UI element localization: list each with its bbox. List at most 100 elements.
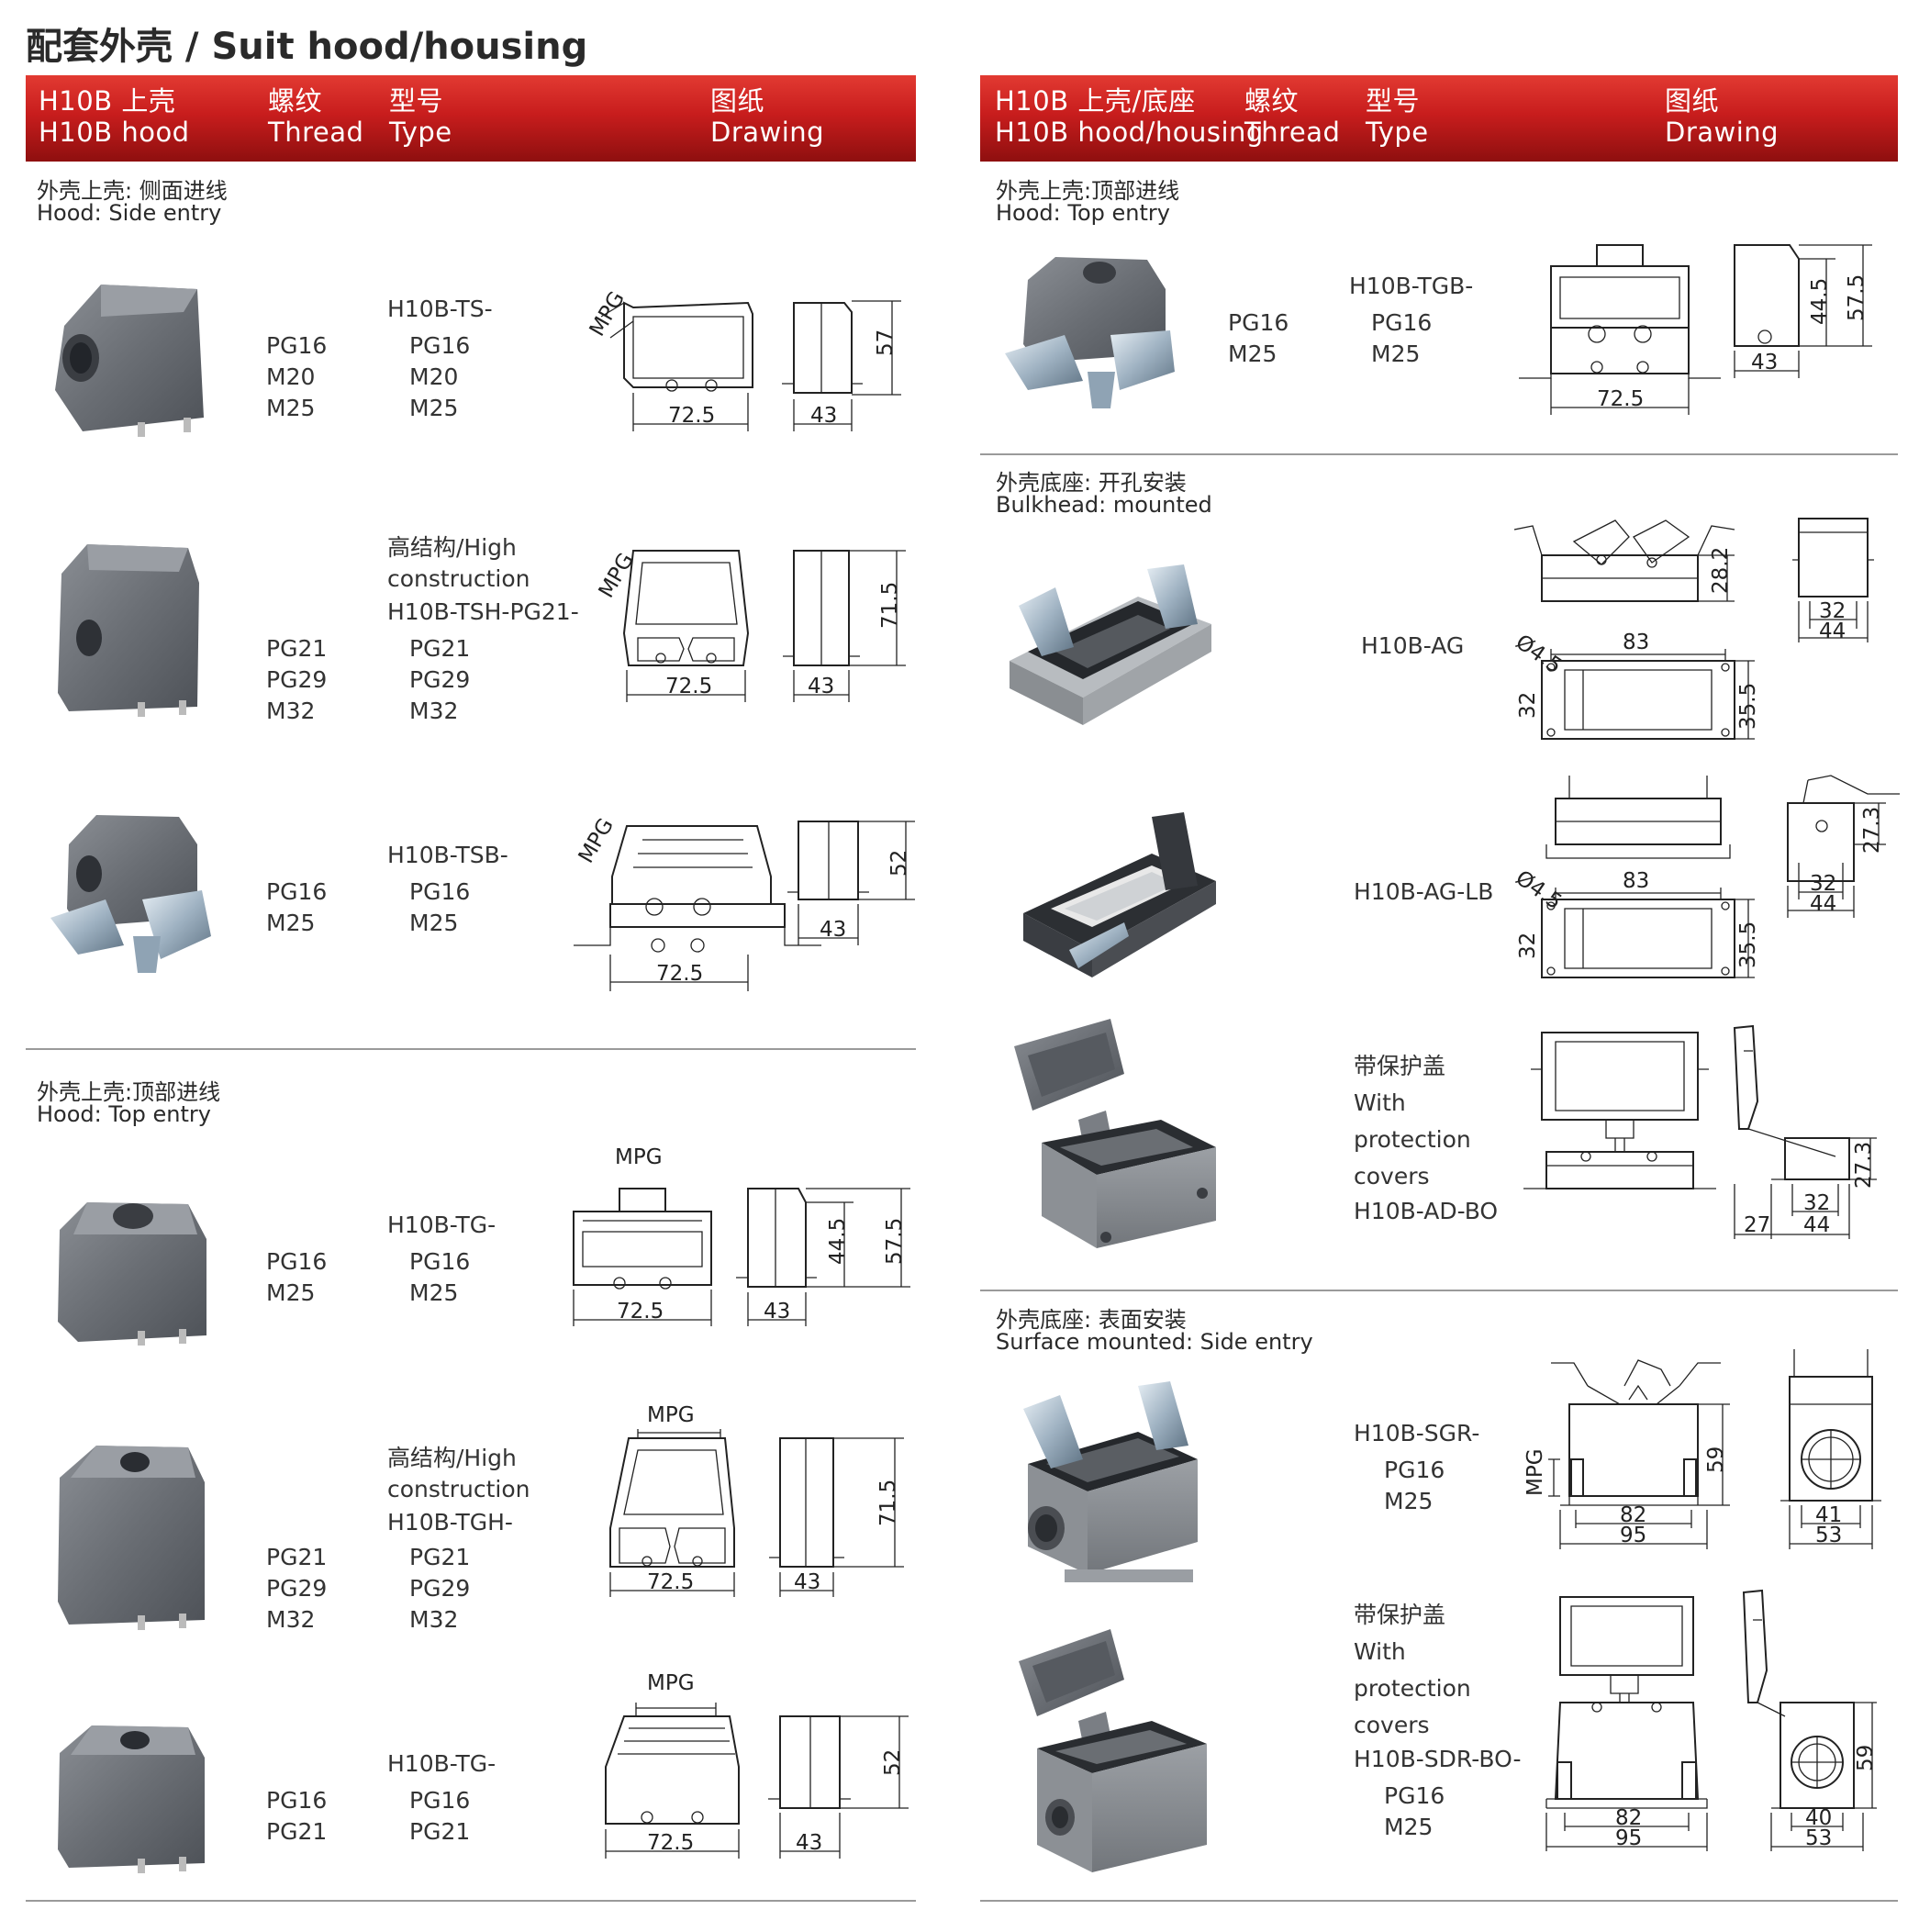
- header-type-en: Type: [389, 117, 452, 148]
- header-drawing-zh: 图纸: [1665, 85, 1720, 117]
- type-code: H10B-AD-BO: [1354, 1198, 1499, 1224]
- dim-depth: 43: [794, 1570, 820, 1594]
- dim-offset: 27: [1744, 1213, 1770, 1237]
- drawing-hood-side-lever: MPG 72.5 43 52: [574, 814, 915, 991]
- dim-a: 32: [1516, 692, 1540, 719]
- section-title-en: Surface mounted: Side entry: [996, 1329, 1313, 1355]
- type-variant: PG29: [409, 1575, 471, 1602]
- dim-side: MPG: [575, 814, 619, 867]
- drawing-hood-top-high: MPG 72.5 43 71.5: [609, 1403, 904, 1597]
- section-title-zh: 外壳底座: 开孔安装: [996, 470, 1187, 496]
- drawing-bulkhead: 28.2 32 44 Ø4.5 83 32 35.5: [1512, 518, 1874, 740]
- type-variant: PG16: [1384, 1782, 1445, 1809]
- dim-d1: 41: [1815, 1503, 1842, 1527]
- dim-depth: 43: [810, 404, 837, 428]
- header-thread-en: Thread: [1244, 117, 1341, 148]
- header-type-zh: 型号: [1366, 85, 1421, 117]
- type-line: covers: [1354, 1163, 1430, 1189]
- dim-depth: 43: [1751, 351, 1778, 374]
- type-variant: M25: [1384, 1814, 1434, 1840]
- dim-inner: 82: [1620, 1503, 1646, 1527]
- thread-value: PG29: [266, 666, 328, 693]
- section-title-en: Hood: Top entry: [996, 200, 1170, 226]
- section-title-en: Bulkhead: mounted: [996, 492, 1212, 518]
- type-variant: PG16: [409, 1248, 471, 1275]
- type-code: H10B-TGB-: [1349, 273, 1474, 299]
- type-code: H10B-TGH-: [387, 1509, 513, 1536]
- header-product-en: H10B hood/housing: [995, 117, 1264, 148]
- right-table-header: H10B 上壳/底座 H10B hood/housing 螺纹 Thread 型…: [980, 75, 1898, 162]
- type-variant: M25: [409, 910, 459, 936]
- type-line: construction: [387, 1476, 530, 1502]
- header-drawing-en: Drawing: [710, 117, 825, 148]
- header-product-zh: H10B 上壳/底座: [995, 85, 1196, 117]
- product-photo-surface-mounted: [1023, 1381, 1198, 1582]
- header-type-en: Type: [1366, 117, 1429, 148]
- type-line: 高结构/High: [387, 534, 517, 561]
- thread-value: M32: [266, 1606, 316, 1633]
- product-photo-bulkhead: [1010, 564, 1211, 725]
- type-variant: PG16: [409, 878, 471, 905]
- dim-top: MPG: [647, 1671, 695, 1695]
- dim-outer: 95: [1615, 1826, 1642, 1850]
- dim-depth: 43: [796, 1831, 822, 1855]
- thread-value: M20: [266, 363, 316, 390]
- dim-height: 71.5: [878, 582, 902, 629]
- dim-w2: 44: [1819, 620, 1846, 643]
- product-photo-hood-top-high: [58, 1446, 205, 1630]
- type-code: H10B-TSH-PG21-: [387, 598, 579, 625]
- dim-side: MPG: [586, 287, 630, 341]
- type-variant: PG16: [409, 1787, 471, 1814]
- thread-value: M25: [266, 910, 316, 936]
- type-variant: M20: [409, 363, 459, 390]
- section-title-zh: 外壳上壳: 侧面进线: [37, 178, 228, 204]
- type-line: 带保护盖: [1354, 1053, 1446, 1079]
- type-variant: PG29: [409, 666, 471, 693]
- section-title-zh: 外壳上壳:顶部进线: [996, 178, 1180, 204]
- dim-d2: 53: [1805, 1826, 1832, 1850]
- type-code: H10B-AG: [1361, 632, 1465, 659]
- drawing-bulkhead-lb: 27.3 32 44 Ø4.5 83 32 35.5: [1512, 775, 1900, 978]
- type-code: H10B-TG-: [387, 1212, 496, 1238]
- dim-inner: 44.5: [826, 1218, 850, 1265]
- product-photo-surface-mounted-cover: [1019, 1629, 1207, 1872]
- type-variant: M25: [1384, 1488, 1434, 1514]
- type-line: protection: [1354, 1675, 1471, 1702]
- section-divider: [26, 1900, 916, 1902]
- thread-value: PG21: [266, 635, 328, 662]
- thread-value: M25: [266, 395, 316, 421]
- product-photo-bulkhead-cover: [1014, 1019, 1216, 1248]
- dim-top: MPG: [615, 1145, 663, 1169]
- dim-height: 71.5: [876, 1480, 900, 1526]
- header-thread-zh: 螺纹: [268, 85, 323, 117]
- dim-height: 57: [874, 329, 898, 356]
- dim-outer: 95: [1620, 1524, 1646, 1547]
- dim-height: 28.2: [1709, 547, 1733, 594]
- type-code: H10B-TG-: [387, 1750, 496, 1777]
- dim-side: MPG: [1523, 1448, 1547, 1496]
- dim-hole: Ø4.5: [1512, 866, 1567, 915]
- type-code: H10B-SGR-: [1354, 1420, 1480, 1446]
- type-variant: M25: [409, 395, 459, 421]
- type-variant: PG21: [409, 1544, 471, 1570]
- product-photo-hood-top-low: [58, 1725, 205, 1873]
- dim-a: 32: [1516, 932, 1540, 959]
- header-product-zh: H10B 上壳: [39, 85, 176, 117]
- type-variant: M32: [409, 698, 459, 724]
- type-line: construction: [387, 565, 530, 592]
- type-variant: M32: [409, 1606, 459, 1633]
- drawing-bulkhead-cover: 27.3 32 27 44: [1523, 1024, 1877, 1239]
- dim-w1: 32: [1819, 599, 1846, 623]
- drawing-hood-top-low: MPG 72.5 43 52: [605, 1671, 909, 1859]
- dim-b: 35.5: [1736, 921, 1760, 968]
- drawing-surface-mounted: MPG 59 82 95 41 53: [1523, 1349, 1881, 1549]
- dim-width: 72.5: [656, 962, 703, 986]
- dim-d2: 53: [1815, 1524, 1842, 1547]
- header-thread-zh: 螺纹: [1244, 85, 1300, 117]
- dim-height: 52: [887, 850, 911, 877]
- section-divider: [980, 1900, 1898, 1902]
- type-line: 带保护盖: [1354, 1602, 1446, 1628]
- type-variant: PG16: [1371, 309, 1433, 336]
- dim-b: 35.5: [1736, 683, 1760, 730]
- type-code: H10B-SDR-BO-: [1354, 1746, 1522, 1772]
